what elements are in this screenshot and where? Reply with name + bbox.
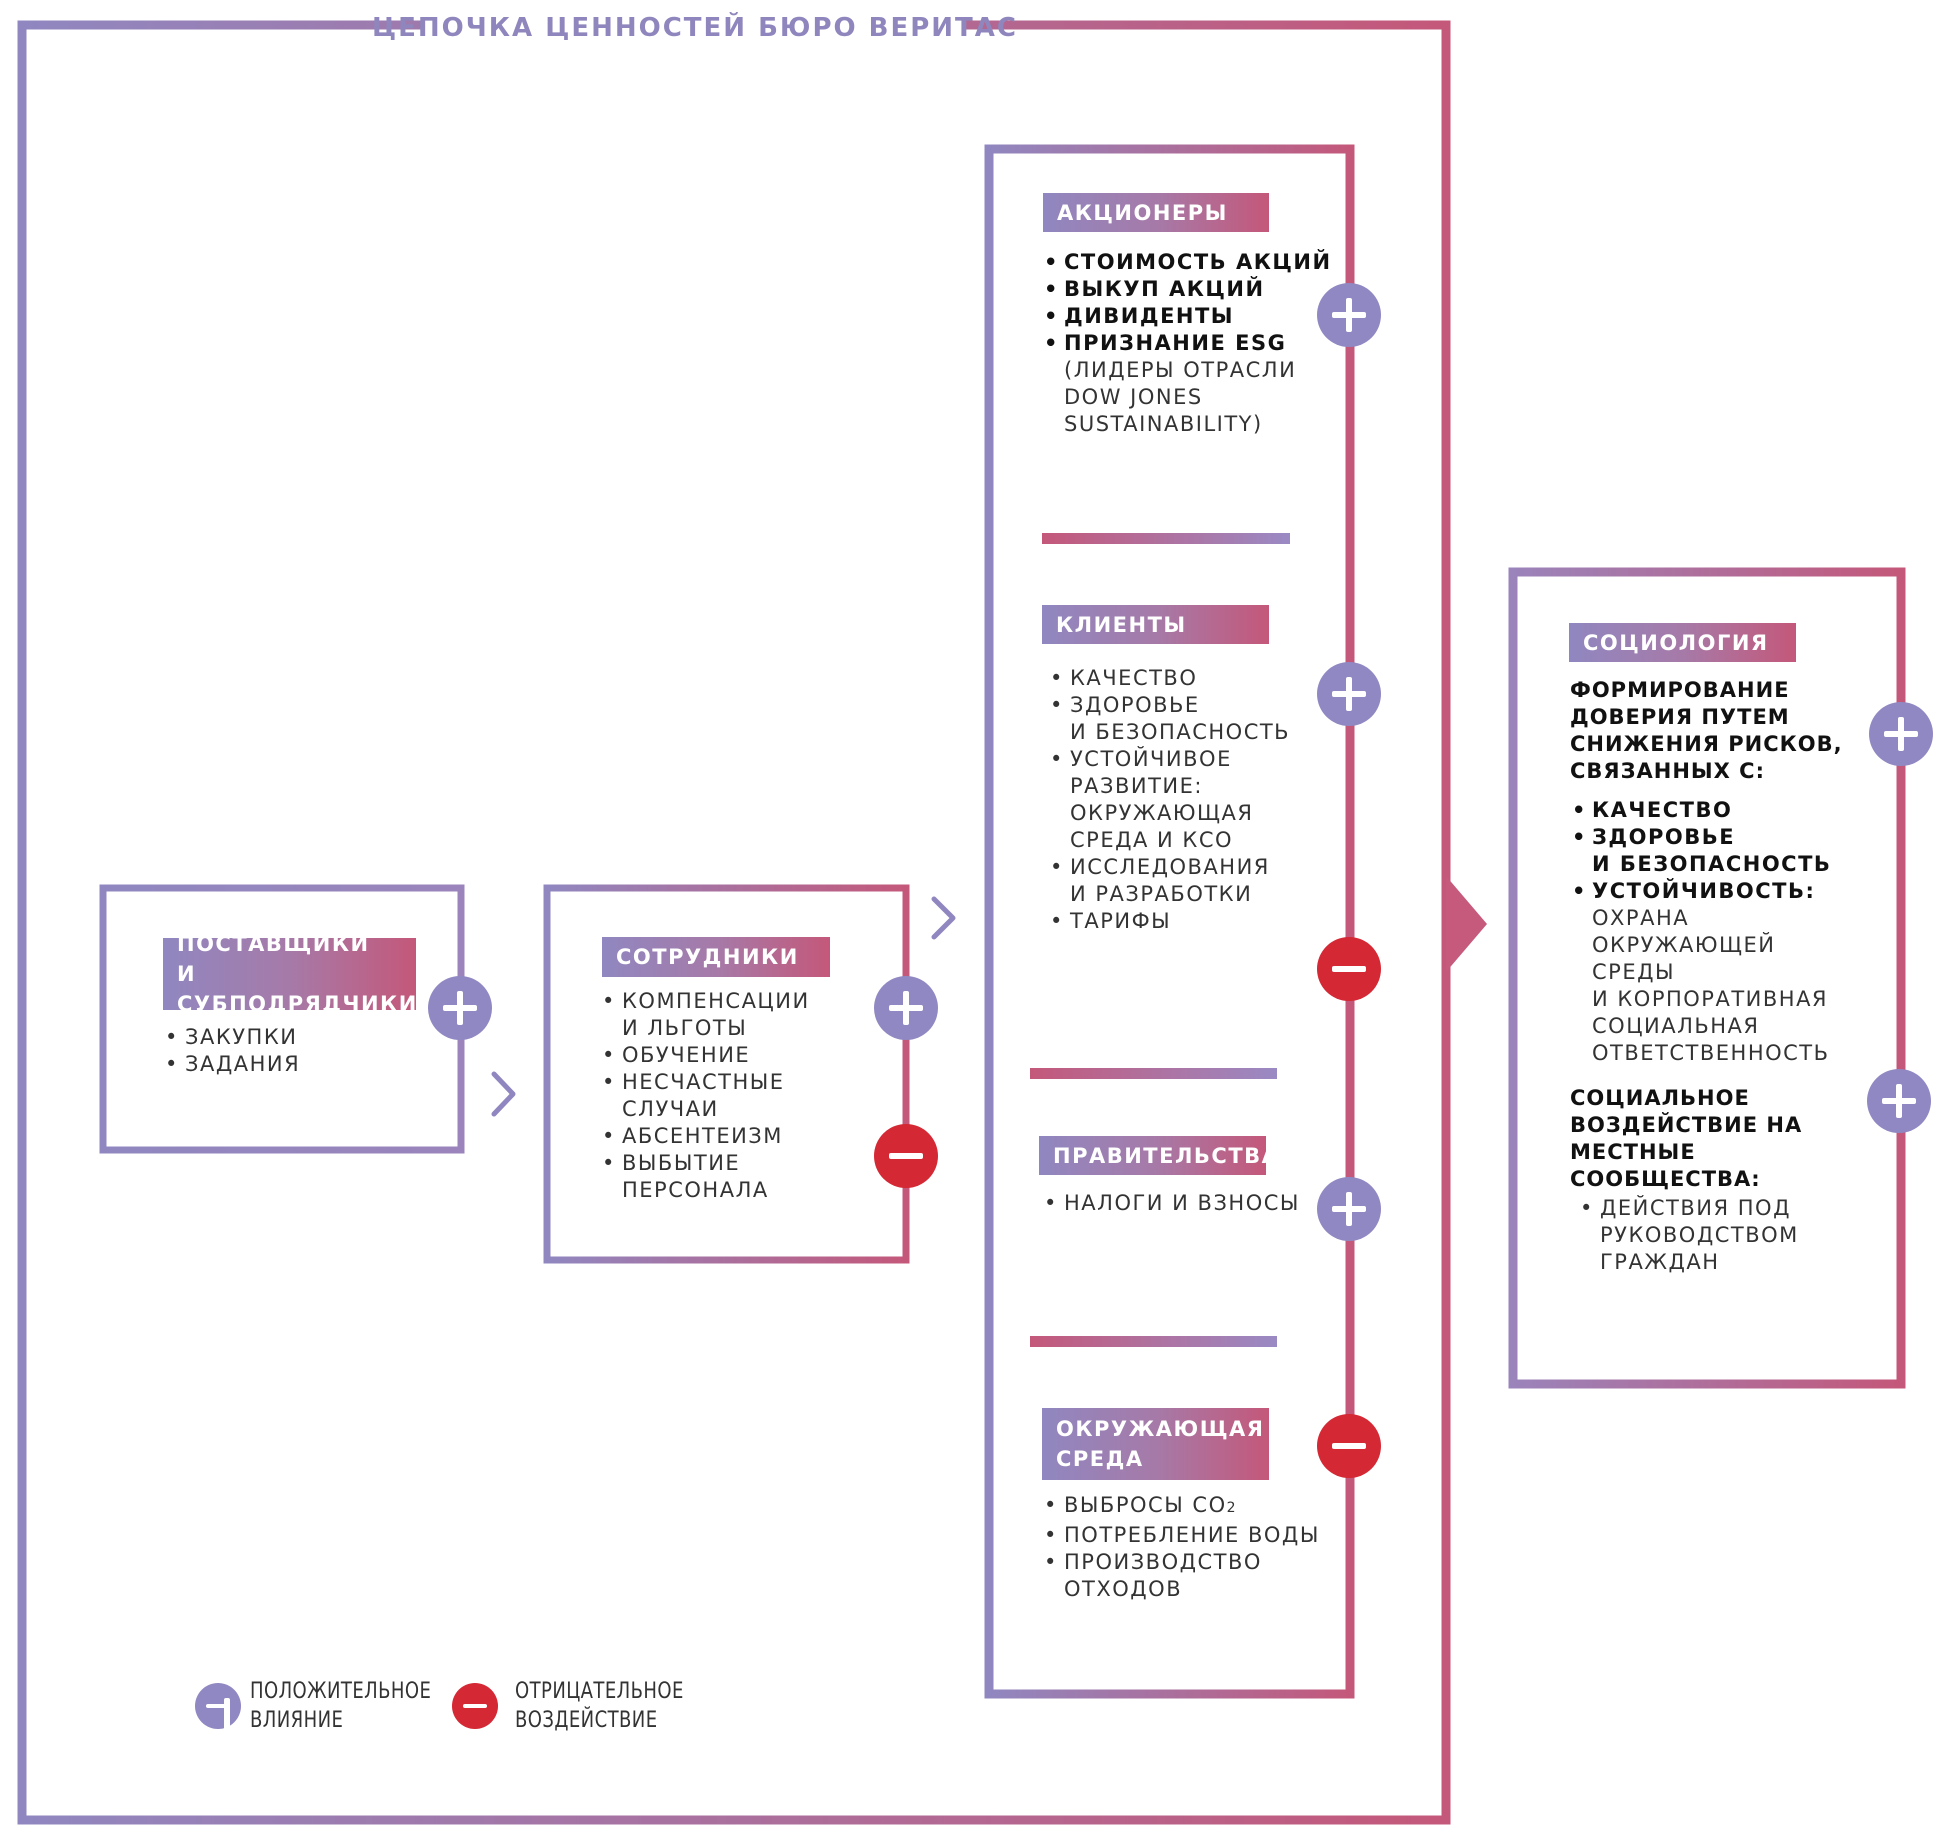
suppliers-label-line2: И СУБПОДРЯДЧИКИ	[177, 962, 418, 1016]
suppliers-label-line1: ПОСТАВЩИКИ	[177, 932, 370, 956]
clients-label: КЛИЕНТЫ	[1042, 605, 1269, 644]
positive-impact-icon	[1317, 283, 1381, 347]
shareholders-label: АКЦИОНЕРЫ	[1043, 193, 1269, 232]
environment-items: ВЫБРОСЫ CO2 ПОТРЕБЛЕНИЕ ВОДЫ ПРОИЗВОДСТВ…	[1044, 1492, 1320, 1603]
legend-negative-icon	[452, 1683, 498, 1729]
stakeholders-frame	[984, 144, 1355, 1699]
divider-shareholders-clients	[1042, 533, 1290, 544]
esg-note-line3: SUSTAINABILITY)	[1064, 412, 1263, 436]
esg-note-line2: DOW JONES	[1064, 385, 1203, 409]
positive-impact-icon	[1317, 662, 1381, 726]
list-item: СТОИМОСТЬ АКЦИЙ	[1044, 249, 1332, 276]
list-item: ПРИЗНАНИЕ ESG (ЛИДЕРЫ ОТРАСЛИ DOW JONES …	[1044, 330, 1332, 438]
governments-label: ПРАВИТЕЛЬСТВА	[1039, 1136, 1278, 1175]
list-item: ТАРИФЫ	[1050, 908, 1290, 935]
esg-note-line1: (ЛИДЕРЫ ОТРАСЛИ	[1064, 358, 1297, 382]
negative-impact-icon	[1317, 937, 1381, 1001]
list-item: ВЫБРОСЫ CO2	[1044, 1492, 1320, 1522]
legend-negative-text: ОТРИЦАТЕЛЬНОЕ ВОЗДЕЙСТВИЕ	[515, 1679, 684, 1733]
positive-impact-icon	[874, 976, 938, 1040]
positive-impact-icon	[1867, 1069, 1931, 1133]
governments-items: НАЛОГИ И ВЗНОСЫ	[1044, 1190, 1300, 1217]
positive-impact-icon	[1869, 702, 1933, 766]
negative-impact-icon	[1317, 1414, 1381, 1478]
list-item: КАЧЕСТВО	[1050, 665, 1290, 692]
chevron-right-icon	[931, 896, 956, 940]
environment-label-line2: СРЕДА	[1056, 1447, 1144, 1471]
sociology-label: СОЦИОЛОГИЯ	[1569, 623, 1796, 662]
list-item: ВЫКУП АКЦИЙ	[1044, 276, 1332, 303]
list-item: ДИВИДЕНТЫ	[1044, 303, 1332, 330]
positive-impact-icon	[428, 976, 492, 1040]
list-item: ЗАДАНИЯ	[165, 1051, 300, 1078]
employees-frame	[543, 884, 910, 1264]
list-item: КАЧЕСТВО	[1572, 797, 1831, 824]
suppliers-items: ЗАКУПКИ ЗАДАНИЯ	[165, 1024, 300, 1078]
sociology-heading-communities: СОЦИАЛЬНОЕ ВОЗДЕЙСТВИЕ НА МЕСТНЫЕ СООБЩЕ…	[1570, 1086, 1803, 1191]
legend-positive-text: ПОЛОЖИТЕЛЬНОЕ ВЛИЯНИЕ	[250, 1679, 432, 1733]
list-item: НАЛОГИ И ВЗНОСЫ	[1044, 1190, 1300, 1217]
diagram-title: ЦЕПОЧКА ЦЕННОСТЕЙ БЮРО ВЕРИТАС	[372, 6, 1016, 50]
chevron-right-icon	[491, 1071, 516, 1117]
list-item: ОБУЧЕНИЕ	[602, 1042, 810, 1069]
sociology-frame	[1508, 567, 1906, 1389]
list-item: ПОТРЕБЛЕНИЕ ВОДЫ	[1044, 1522, 1320, 1549]
list-item: ЗАКУПКИ	[165, 1024, 300, 1051]
suppliers-label: ПОСТАВЩИКИ И СУБПОДРЯДЧИКИ	[163, 932, 416, 1016]
environment-label: ОКРУЖАЮЩАЯ СРЕДА	[1042, 1408, 1269, 1480]
divider-clients-governments	[1030, 1068, 1277, 1079]
list-item: УСТОЙЧИВОСТЬ: ОХРАНА ОКРУЖАЮЩЕЙ СРЕДЫ И …	[1572, 878, 1831, 1067]
shareholders-items: СТОИМОСТЬ АКЦИЙ ВЫКУП АКЦИЙ ДИВИДЕНТЫ ПР…	[1044, 249, 1332, 438]
positive-impact-icon	[1317, 1177, 1381, 1241]
suppliers-frame	[99, 884, 465, 1154]
environment-label-line1: ОКРУЖАЮЩАЯ	[1056, 1417, 1265, 1441]
negative-impact-icon	[874, 1124, 938, 1188]
employees-label: СОТРУДНИКИ	[602, 937, 830, 977]
legend-positive-icon	[195, 1683, 241, 1732]
chain-arrowhead	[1446, 876, 1487, 972]
list-item: АБСЕНТЕИЗМ	[602, 1123, 810, 1150]
sociology-heading-trust: ФОРМИРОВАНИЕ ДОВЕРИЯ ПУТЕМ СНИЖЕНИЯ РИСК…	[1570, 678, 1843, 783]
divider-governments-environment	[1030, 1336, 1277, 1347]
